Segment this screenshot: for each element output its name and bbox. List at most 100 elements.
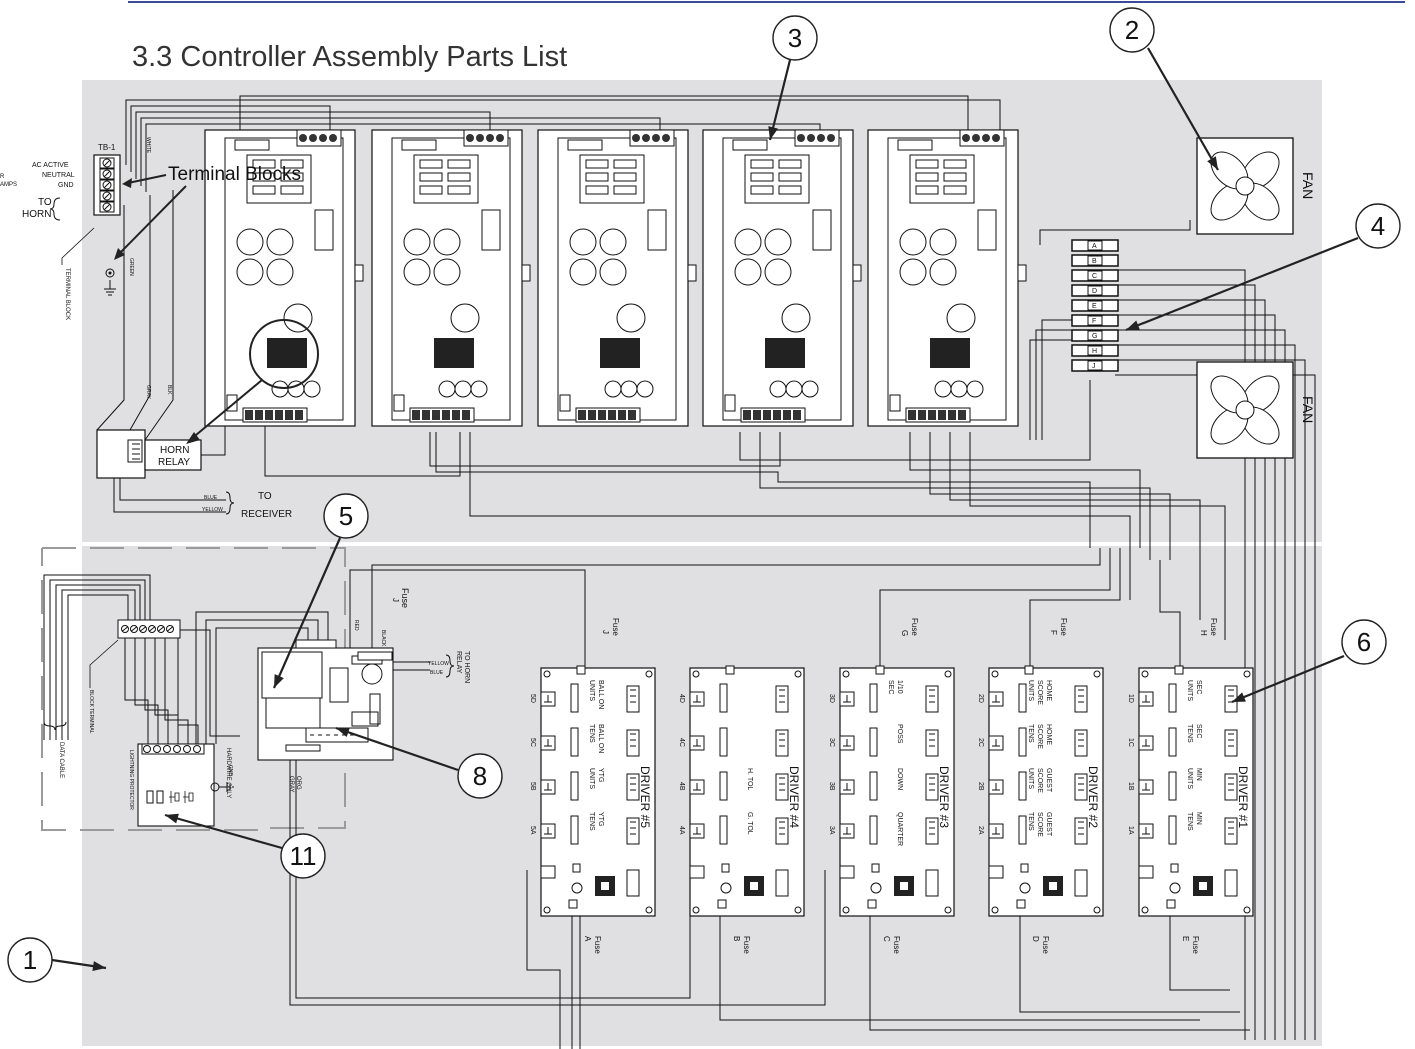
driver-ic-window	[750, 882, 758, 890]
driver-row-text: 1/10	[896, 680, 903, 694]
driver-slot-pin	[544, 827, 552, 835]
callout-arrowhead	[768, 126, 779, 140]
hardwire-label: HARDWIRE ONLY	[225, 748, 231, 798]
driver-fuse-conn	[1024, 665, 1034, 675]
ps-transformer-slot	[915, 159, 939, 169]
driver-mount-hole	[543, 670, 551, 678]
lightning-label: LIGHTNING PROTECTOR	[128, 750, 134, 810]
upper-wire-28	[1115, 299, 1266, 1040]
power-supply-2	[371, 129, 531, 427]
driver-power-conn	[1138, 865, 1154, 879]
lower-wire-13	[205, 619, 319, 744]
ps-transformer-slot	[750, 159, 774, 169]
driver-slot-label: 1B	[1127, 782, 1134, 791]
tb1-screw-slot	[103, 181, 111, 189]
ps-capacitor	[433, 258, 461, 286]
ps-transformer-slot	[943, 172, 967, 182]
ps-large-cap	[616, 303, 646, 333]
driver-row-text: UNITS	[1186, 768, 1193, 789]
driver-ic-pins	[1228, 821, 1234, 835]
upper-wire-21	[969, 432, 1226, 640]
ps-bottom-screw	[432, 410, 440, 420]
ps-transformer-slot	[778, 172, 802, 182]
lower-wire-15	[349, 569, 586, 668]
callout-3: 3	[768, 15, 818, 141]
driver-slot-label: 2C	[977, 738, 984, 747]
driver-bottom-fuse-letter: A	[583, 936, 592, 942]
driver-bottom-ic	[775, 869, 789, 897]
ps-top-screw	[982, 134, 990, 142]
driver-mount-hole	[1093, 670, 1101, 678]
ps-top-screw	[309, 134, 317, 142]
driver-power-conn	[839, 865, 855, 879]
driver-ic	[775, 729, 789, 757]
ps-ic-heatsink	[267, 338, 307, 368]
ps-bottom-screw	[618, 410, 626, 420]
lower-wire-19	[289, 751, 826, 1006]
fuse-window-E	[1087, 300, 1103, 311]
callout-circle	[1109, 7, 1155, 53]
ps-transformer-slot	[252, 172, 276, 182]
callout-circle	[7, 937, 53, 983]
callout-arrowhead	[1126, 320, 1140, 330]
driver-name: DRIVER #1	[1236, 766, 1250, 828]
driver-bottom-fuse-word: Fuse	[1191, 936, 1200, 954]
driver-row-header	[1018, 683, 1027, 713]
driver-slot-pin	[693, 783, 701, 791]
driver-ic	[1224, 729, 1238, 757]
fuse-window-A	[1087, 240, 1103, 251]
driver-pot	[1169, 882, 1181, 894]
fuse-letter-A: A	[1092, 243, 1097, 250]
ps-transformer	[579, 154, 645, 204]
horn-relay-leader	[189, 379, 263, 441]
driver-slot-pin	[693, 739, 701, 747]
driver-row-header	[719, 771, 728, 801]
ps-capacitor	[403, 228, 431, 256]
ps-led	[934, 380, 952, 398]
ps-bottom-screw	[442, 410, 450, 420]
callout-number: 11	[290, 841, 317, 871]
red-wire-label: RED	[353, 620, 359, 631]
ps-led	[620, 380, 638, 398]
tb1-line-to: TO	[38, 197, 52, 208]
ps-bracket	[1017, 264, 1027, 282]
ps-bottom-screw	[753, 410, 761, 420]
driver-ic-pins	[1078, 821, 1084, 835]
ps-capacitor	[899, 228, 927, 256]
driver-ic	[626, 729, 640, 757]
ps-bottom-screw	[793, 410, 801, 420]
driver-slot-label: 4B	[678, 782, 685, 791]
driver-ic-window	[1199, 882, 1207, 890]
ps-top-screw	[476, 134, 484, 142]
callout-number: 8	[473, 761, 487, 791]
driver-row-header	[1168, 683, 1177, 713]
ps-led	[470, 380, 488, 398]
driver-slot-pin	[693, 827, 701, 835]
horn-relay: HORN RELAY	[96, 429, 202, 479]
driver-row-header	[1168, 727, 1177, 757]
lp-screw	[163, 745, 171, 753]
lower-wire-5	[124, 638, 149, 744]
driver-bottom-fuse-word: Fuse	[1041, 936, 1050, 954]
driver-mount-hole	[794, 906, 802, 914]
driver-slot-pin	[1142, 783, 1150, 791]
ps-capacitor	[599, 258, 627, 286]
upper-wire-29	[1115, 314, 1276, 1040]
driver-row-header	[869, 815, 878, 845]
lower-wire-12	[195, 611, 329, 744]
ltb-screw-slot	[131, 626, 137, 632]
driver-bottom-ic	[1224, 869, 1238, 897]
driver-bottom-fuse-letter: C	[882, 936, 891, 942]
driver-bottom-fuse-conn	[717, 899, 727, 909]
to-horn-relay-line2: RELAY	[455, 651, 462, 674]
fan-2: FAN	[1196, 361, 1316, 459]
callout-4: 4	[1125, 203, 1401, 332]
driver-mount-hole	[1093, 906, 1101, 914]
ps-led	[966, 380, 984, 398]
driver-ic-pins	[929, 733, 935, 747]
callout-arrowhead	[1232, 692, 1246, 702]
ps-transformer-slot	[915, 172, 939, 182]
driver-ic-pins	[929, 689, 935, 703]
ps-capacitor	[764, 228, 792, 256]
